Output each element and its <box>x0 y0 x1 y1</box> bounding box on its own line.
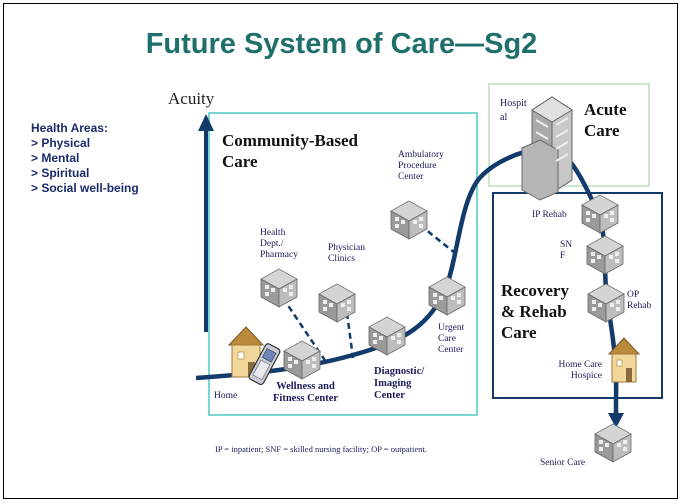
acute-box <box>488 83 650 187</box>
op-rehab-label: OP Rehab <box>627 290 652 311</box>
wellness-center-label: Wellness and Fitness Center <box>273 381 339 404</box>
home-care-house-icon <box>607 337 641 383</box>
acute-care-label: Acute Care <box>584 100 627 140</box>
wellness-center-building-icon <box>283 340 321 380</box>
footnote: IP = inpatient; SNF = skilled nursing fa… <box>215 444 427 454</box>
op-rehab-building-icon <box>587 283 625 323</box>
health-areas-heading: Health Areas: <box>31 121 108 135</box>
connector-ambulatory <box>419 224 456 254</box>
acuity-arrowhead <box>198 114 214 131</box>
recovery-rehab-care-label: Recovery & Rehab Care <box>501 281 569 342</box>
health-areas-list: Health Areas: > Physical > Mental > Spir… <box>31 121 139 196</box>
cell-phone-icon <box>248 343 281 386</box>
physician-clinic-building-icon <box>318 283 356 323</box>
urgent-care-label: Urgent Care Center <box>438 323 465 355</box>
health-area-item: > Physical <box>31 136 91 150</box>
health-dept-building-icon <box>260 268 298 308</box>
diagnostic-imaging-label: Diagnostic/ Imaging Center <box>374 366 425 401</box>
physician-clinics-label: Physician Clinics <box>328 243 365 264</box>
ambulatory-center-label: Ambulatory Procedure Center <box>398 150 444 182</box>
ip-rehab-building-icon <box>581 194 619 234</box>
health-area-item: > Social well-being <box>31 181 139 195</box>
ip-rehab-label: IP Rehab <box>532 210 567 220</box>
community-care-label: Community-Based Care <box>222 131 359 171</box>
hospital-building-icon <box>521 96 573 201</box>
ambulatory-center-building-icon <box>390 200 428 240</box>
health-dept-label: Health Dept./ Pharmacy <box>260 228 298 260</box>
recovery-box <box>492 192 663 399</box>
senior-care-label: Senior Care <box>540 458 586 468</box>
health-area-item: > Spiritual <box>31 166 90 180</box>
connector-physician <box>345 312 355 359</box>
slide-title: Future System of Care—Sg2 <box>145 28 538 60</box>
acuity-label: Acuity <box>168 89 215 108</box>
pathway-arrowhead <box>608 413 624 428</box>
senior-care-building-icon <box>594 423 632 463</box>
snf-label: SN F <box>560 240 573 261</box>
health-area-item: > Mental <box>31 151 80 165</box>
slide-frame <box>3 3 678 499</box>
home-label: Home <box>214 391 238 401</box>
hospital-label: Hospit al <box>500 98 527 123</box>
snf-building-icon <box>586 235 624 275</box>
home-care-hospice-label: Home Care Hospice <box>558 360 602 381</box>
community-box <box>208 112 478 416</box>
